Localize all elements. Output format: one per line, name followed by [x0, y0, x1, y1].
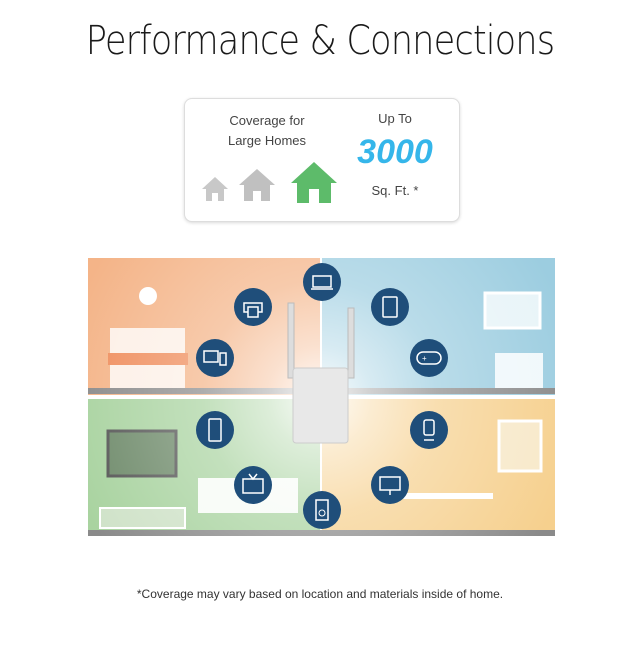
- coverage-area-value: 3000: [357, 133, 433, 171]
- coverage-area-unit: Sq. Ft. *: [371, 183, 419, 198]
- large-house-icon: [291, 162, 337, 203]
- house-size-icons: [202, 162, 337, 203]
- small-house-icon: [202, 177, 228, 201]
- wifi-extender-router: [287, 302, 355, 444]
- coverage-card: Coverage for Large Homes Up To 3000 Sq. …: [184, 98, 460, 222]
- coverage-line-1: Coverage for: [229, 113, 305, 128]
- smart-plug-icon: [303, 491, 341, 529]
- gamepad-icon: +: [410, 339, 448, 377]
- smartphone-icon: [196, 411, 234, 449]
- coverage-label: Coverage for Large Homes: [207, 111, 327, 151]
- laptop-icon: [303, 263, 341, 301]
- desktop-icon: [196, 339, 234, 377]
- medium-house-icon: [239, 169, 275, 201]
- printer-icon: [234, 288, 272, 326]
- ip-camera-icon: [410, 411, 448, 449]
- home-coverage-illustration: +: [88, 258, 555, 536]
- tv-icon: [234, 466, 272, 504]
- monitor-icon: [371, 466, 409, 504]
- up-to-label: Up To: [378, 111, 412, 126]
- coverage-footnote: *Coverage may vary based on location and…: [136, 587, 504, 601]
- coverage-line-2: Large Homes: [227, 133, 307, 148]
- svg-text:+: +: [422, 354, 427, 363]
- page-title: Performance & Connections: [85, 18, 555, 64]
- tablet-icon: [371, 288, 409, 326]
